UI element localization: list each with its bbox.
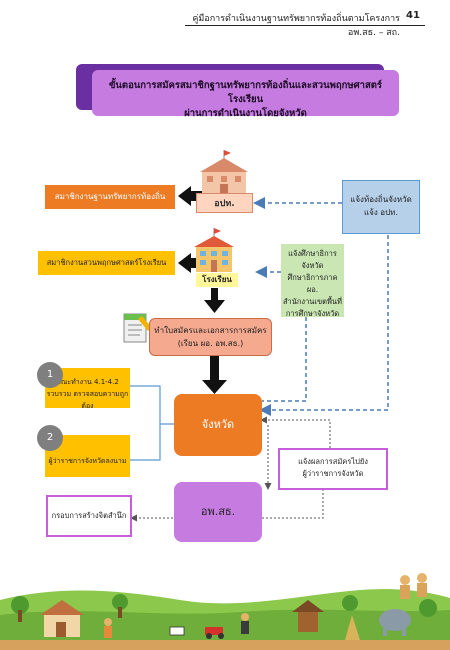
village-illustration xyxy=(0,573,450,650)
title-line-1: ขั้นตอนการสมัครสมาชิกฐานทรัพยากรท้องถิ่น… xyxy=(108,80,383,105)
school-garden-member-box: สมาชิกงานสวนพฤกษศาสตร์โรงเรียน xyxy=(38,251,175,275)
arrow-down-to-province xyxy=(202,356,227,394)
title-line-2: ผ่านการดำเนินงานโดยจังหวัด xyxy=(184,108,307,119)
application-line-2: (เรียน ผอ. อพ.สธ.) xyxy=(177,339,244,348)
notify-school-line-1: แจ้งศึกษาธิการจังหวัด xyxy=(288,249,337,270)
dashed-rspg-to-result xyxy=(262,490,324,519)
application-box: ทำใบสมัครและเอกสารการสมัคร (เรียน ผอ. อพ… xyxy=(149,318,272,356)
result-box: แจ้งผลการสมัครไปยัง ผู้ว่าราชการจังหวัด xyxy=(278,448,388,490)
dashed-province-to-lao xyxy=(259,235,389,416)
step-1-number: 1 xyxy=(37,362,63,388)
local-resource-member-box: สมาชิกงานฐานทรัพยากรท้องถิ่น xyxy=(45,185,175,209)
notify-school-box: แจ้งศึกษาธิการจังหวัด ศึกษาธิการภาค ผอ. … xyxy=(281,244,344,318)
certificate-box: กรอบการสร้างจิตสำนึก xyxy=(46,495,132,537)
step-1-line-2: รวบรวม ตรวจสอบความถูกต้อง xyxy=(46,390,129,410)
result-line-1: แจ้งผลการสมัครไปยัง xyxy=(298,457,368,466)
header-rule xyxy=(185,25,425,26)
diagram-title: ขั้นตอนการสมัครสมาชิกฐานทรัพยากรท้องถิ่น… xyxy=(92,70,399,119)
government-building-icon xyxy=(200,150,248,194)
step-2-line-1: ผู้ว่าราชการจังหวัดลงนาม xyxy=(48,457,127,465)
result-line-2: ผู้ว่าราชการจังหวัด xyxy=(302,469,364,478)
notify-school-line-2: ศึกษาธิการภาค ผอ. xyxy=(287,273,338,294)
notify-school-line-3: สำนักงานเขตพื้นที่ xyxy=(282,297,343,306)
page-number: 41 xyxy=(406,10,420,21)
rspg-box: อพ.สธ. xyxy=(174,482,262,542)
notify-lao-box: แจ้งท้องถิ่นจังหวัด แจ้ง อปท. xyxy=(342,180,420,234)
notify-lao-line-2: แจ้ง อปท. xyxy=(364,208,398,217)
steps-bracket xyxy=(130,385,174,461)
arrow-down-to-application xyxy=(204,288,225,313)
lao-label: อปท. xyxy=(196,193,253,213)
province-box: จังหวัด xyxy=(174,394,262,456)
application-line-1: ทำใบสมัครและเอกสารการสมัคร xyxy=(154,326,267,335)
dashed-result-to-province xyxy=(260,416,331,452)
school-label: โรงเรียน xyxy=(196,273,238,287)
step-1-line-1: คณะทำงาน 4.1-4.2 xyxy=(56,378,119,386)
header-title: คู่มือการดำเนินงานฐานทรัพยากรท้องถิ่นตาม… xyxy=(192,14,400,38)
application-document-icon xyxy=(123,313,152,343)
notify-school-line-4: การศึกษาจังหวัด xyxy=(285,309,340,318)
dashed-province-to-school xyxy=(262,317,307,402)
step-2-number: 2 xyxy=(37,425,63,451)
notify-lao-line-1: แจ้งท้องถิ่นจังหวัด xyxy=(350,195,412,204)
school-building-icon xyxy=(194,228,234,272)
